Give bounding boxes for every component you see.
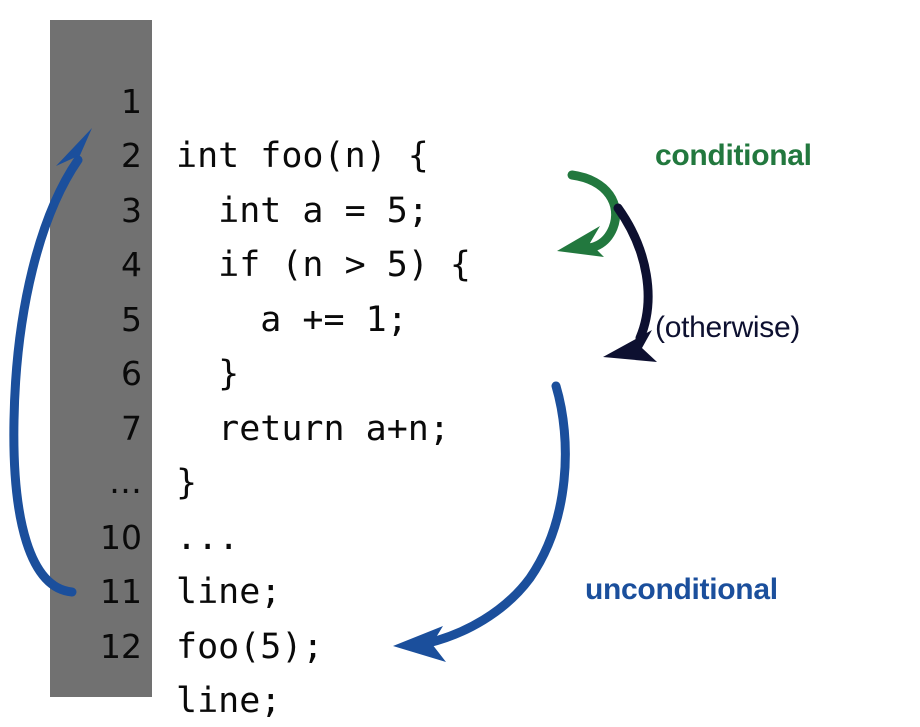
code-text: foo(5); [176,626,324,667]
line-number: 4 [121,245,142,284]
code-line-row: 10 line; [0,456,920,613]
code-text: if (n > 5) { [176,245,472,285]
code-text: } [176,354,240,394]
line-number: 3 [121,190,142,230]
code-line-row: 11 foo(5); [0,511,920,667]
code-text: line; [176,572,282,612]
code-text: ... [176,517,240,558]
line-number: 5 [121,299,142,339]
line-number: 1 [121,81,142,121]
code-line-row: 7 } [0,347,920,504]
code-text: a += 1; [176,299,408,340]
line-number: 11 [100,572,142,611]
line-number: 12 [100,626,142,666]
line-number-ellipsis: … [109,462,142,501]
code-text: line; [176,681,282,721]
code-line-row: 2 int a = 5; [0,75,920,231]
line-number: 2 [121,136,142,175]
code-line-row: 1 int foo(n) { [0,20,920,177]
code-line-row: 3 if (n > 5) { [0,129,920,286]
code-line-row: … ... [0,402,920,558]
line-number: 7 [121,408,142,448]
conditional-label: conditional [655,139,812,172]
code-text: } [176,463,198,503]
code-line-row: 4 a += 1; [0,184,920,340]
code-line-row: 12 line; [0,565,920,722]
code-line-row: 5 } [0,238,920,395]
line-number: 10 [100,517,142,557]
code-text: int a = 5; [176,190,429,231]
otherwise-label: (otherwise) [655,311,801,344]
code-lines-container: 1 int foo(n) { 2 int a = 5; 3 if (n > 5)… [0,20,920,722]
code-text: int foo(n) { [176,136,429,176]
unconditional-label: unconditional [585,573,778,606]
line-number: 6 [121,354,142,393]
